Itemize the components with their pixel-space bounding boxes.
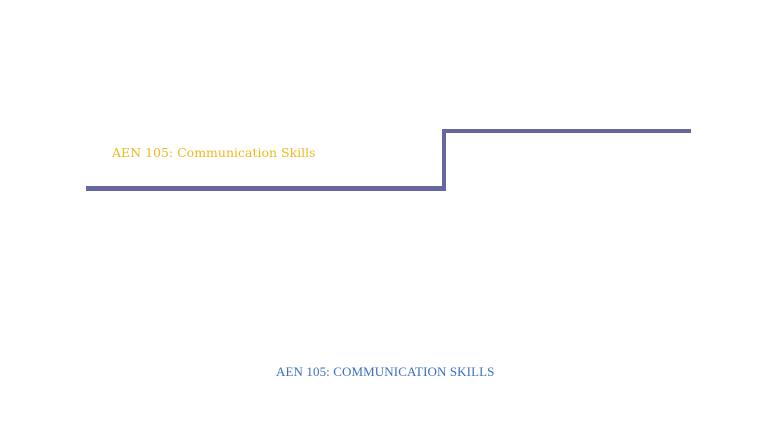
step-line-vertical [442, 129, 446, 191]
step-line-lower [86, 186, 446, 191]
step-line-upper [442, 129, 691, 133]
footer-course-title: AEN 105: COMMUNICATION SKILLS [276, 364, 495, 379]
header-course-title: AEN 105: Communication Skills [112, 145, 316, 160]
